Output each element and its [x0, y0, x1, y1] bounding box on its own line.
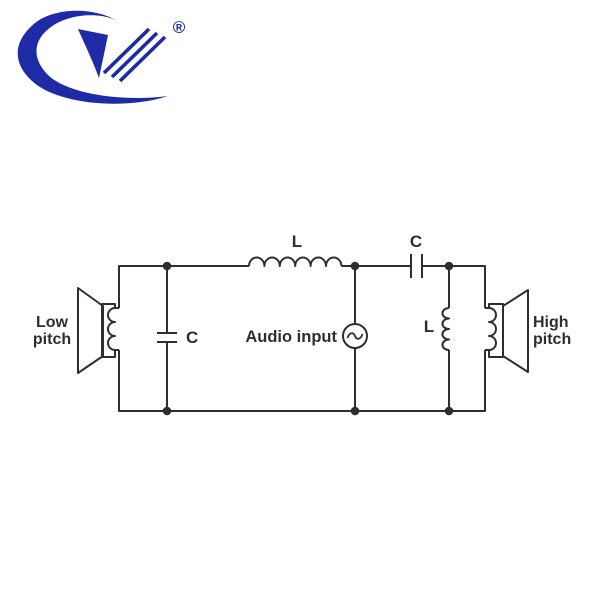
low-speaker-voice-coil	[107, 307, 119, 351]
audio-input-label: Audio input	[245, 328, 337, 346]
series-inductor-coil	[248, 256, 343, 267]
logo-y-bold-stroke-icon	[78, 29, 108, 78]
junction-dot	[162, 406, 172, 416]
junction-dot	[350, 261, 360, 271]
junction-dots	[162, 261, 454, 416]
high-speaker-cone	[502, 289, 529, 373]
low-speaker-cone	[77, 287, 104, 374]
high-pitch-label-line2: pitch	[533, 331, 571, 348]
shunt-inductor-coil	[441, 307, 450, 351]
high-speaker-voice-coil	[485, 307, 497, 351]
low-pitch-label-line2: pitch	[33, 331, 71, 348]
circuit-wires	[118, 254, 486, 412]
series-inductor-label: L	[292, 232, 302, 251]
high-pitch-label: High pitch	[533, 314, 571, 348]
junction-dot	[162, 261, 172, 271]
low-pitch-label-line1: Low	[36, 314, 69, 331]
high-pitch-label-line1: High	[533, 314, 569, 331]
shunt-capacitor-label: C	[186, 328, 198, 347]
junction-dot	[444, 261, 454, 271]
series-capacitor-label: C	[410, 232, 422, 251]
crossover-circuit	[77, 254, 529, 416]
junction-dot	[350, 406, 360, 416]
logo-y-triple-stroke-icon	[102, 27, 167, 83]
shunt-inductor-label: L	[424, 317, 434, 336]
sine-wave-icon	[346, 332, 364, 340]
low-pitch-label: Low pitch	[33, 314, 71, 348]
registered-trademark-symbol: ®	[173, 18, 186, 37]
brand-logo: ®	[17, 10, 186, 104]
junction-dot	[444, 406, 454, 416]
